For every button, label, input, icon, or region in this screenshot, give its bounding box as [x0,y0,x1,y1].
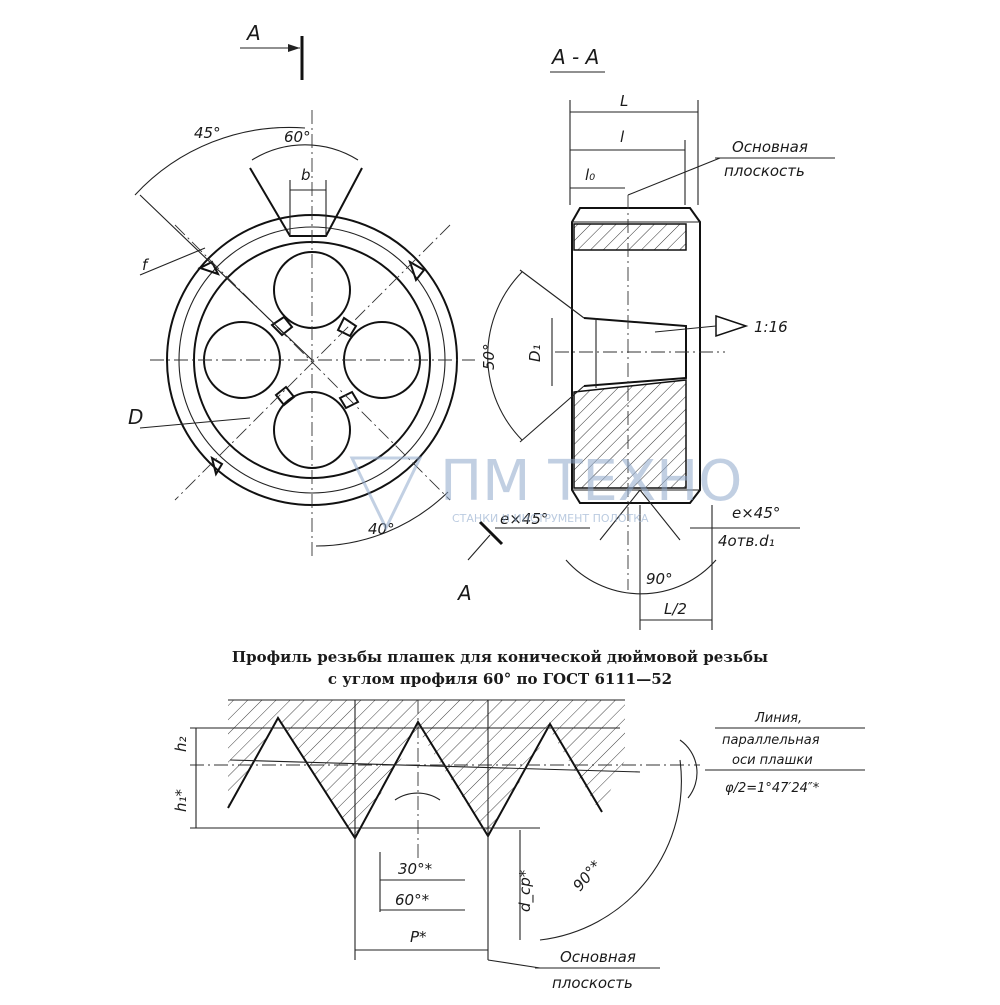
dim-h2: h₂ [172,736,190,752]
base-plane-bottom-label-1: Основная [560,948,636,966]
front-view: A b 60° 45° f [128,21,504,605]
pitch: P* [410,928,427,946]
angle-50-leader-top [519,269,585,319]
angle-90-leader-1 [599,489,641,541]
tooth-4 [338,390,360,410]
hatched-top [573,223,687,251]
dim-D1: D₁ [526,344,544,362]
watermark-logo-icon [349,456,423,532]
taper-line [229,759,641,773]
diagonal-axis-2 [174,224,451,501]
angle-60: 60° [284,128,311,146]
half-angle: φ/2=1°47′24″* [725,781,820,796]
dim-l0: l₀ [585,166,595,184]
base-plane-label-1: Основная [732,138,808,156]
angle-40-arc [315,491,449,547]
chamfer-right: e×45° [732,504,780,522]
angle-45-leader [139,194,313,361]
profile-hatch [228,700,625,838]
dim-L2: L/2 [664,600,687,618]
dim-l: l [620,128,625,146]
section-cut-bottom [478,520,504,546]
section-arrow-bottom [467,534,491,561]
angle-50: 50° [480,343,498,370]
angle-30-arc [394,792,441,801]
dim-dcp: d_cp* [516,869,535,912]
half-angle-arc [679,739,698,799]
notch-bottom-left [210,455,224,477]
notch-right [408,259,426,283]
top-v-slot [249,167,363,237]
angle-50-leader-bottom [519,385,585,443]
section-mark-bottom: A [456,581,472,605]
watermark: ПМ ТЕХНО СТАНКИ И ИНСТРУМЕНТ ПОЛОТКА [349,449,742,532]
section-title: A - A [550,45,599,69]
angle-45-arc [134,126,306,196]
taper-symbol [715,314,749,338]
base-plane-bottom-leader [487,959,541,969]
angle-60-arc [251,144,359,161]
taper-leader [654,325,717,333]
chamfer-left: e×45° [500,510,548,528]
thread-profile: h₂ h₁* 30°* 60°* P* d_cp* 90°* Линия, па… [172,699,865,992]
tooth-1 [270,315,294,337]
taper: 1:16 [754,318,788,336]
angle-90-profile-arc [539,759,682,941]
tooth-3 [274,385,296,407]
dim-D: D [128,405,143,429]
notch-left [197,260,220,276]
dim-L: L [620,92,628,110]
section-view: A - A L l l₀ Основная плоскость 1:1 [480,45,835,630]
profile-title-line2: с углом профиля 60° по ГОСТ 6111—52 [328,670,672,688]
base-plane-leader [627,157,721,196]
die-body-outline [571,207,701,504]
line-label-1: Линия, [754,711,802,726]
dim-f: f [142,256,150,274]
section-mark-top: A [245,21,261,45]
angle-90-arc [565,559,717,595]
watermark-tagline: СТАНКИ И ИНСТРУМЕНТ ПОЛОТКА [452,512,649,525]
angle-30: 30°* [398,860,433,878]
section-arrowhead-top [288,44,300,52]
base-plane-label-2: плоскость [724,162,805,180]
angle-45: 45° [194,124,221,142]
base-plane-bottom-label-2: плоскость [552,974,633,992]
angle-90-profile: 90°* [569,857,605,895]
dim-b: b [301,166,311,184]
angle-90-leader-2 [639,489,681,541]
hatched-bottom [573,379,687,489]
line-label-2: параллельная [722,733,820,748]
angle-50-arc [487,271,523,441]
dim-f-line [139,247,206,276]
angle-40: 40° [368,520,395,538]
angle-60-profile: 60°* [395,891,430,909]
tooth-2 [336,316,358,338]
line-label-3: оси плашки [732,753,813,768]
dim-h1: h₁* [172,788,190,812]
dim-D-leader [139,417,251,429]
holes-label: 4отв.d₁ [718,532,775,550]
profile-title-line1: Профиль резьбы плашек для конической дюй… [232,648,768,666]
angle-90: 90° [646,570,673,588]
watermark-brand: ПМ ТЕХНО [440,449,742,514]
thread-outline [227,716,603,840]
